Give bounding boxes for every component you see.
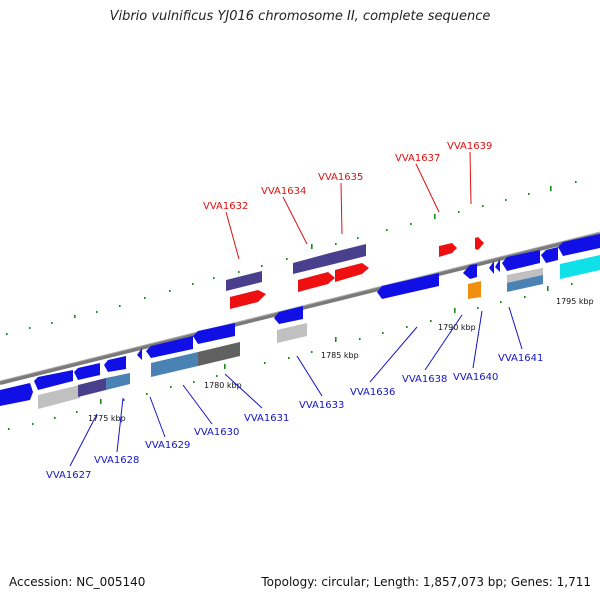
scale-labels: 1775 kbp 1780 kbp 1785 kbp 1790 kbp 1795… bbox=[88, 297, 594, 423]
gene-label[interactable]: VVA1634 bbox=[261, 186, 306, 197]
gene-labels-top: VVA1632 VVA1634 VVA1635 VVA1637 VVA1639 bbox=[203, 141, 492, 212]
gene-arrow[interactable] bbox=[293, 253, 330, 274]
gene-label[interactable]: VVA1628 bbox=[94, 455, 139, 466]
gene-arrow[interactable] bbox=[78, 378, 106, 397]
gene-arrow[interactable] bbox=[475, 237, 484, 250]
gene-arrow[interactable] bbox=[104, 356, 126, 372]
gene-arrow[interactable] bbox=[34, 370, 73, 390]
gene-arrow[interactable] bbox=[38, 385, 80, 409]
gene-label[interactable]: VVA1633 bbox=[299, 400, 344, 411]
gene-label[interactable]: VVA1635 bbox=[318, 172, 363, 183]
gene-arrow[interactable] bbox=[468, 281, 481, 299]
gene-arrow[interactable] bbox=[495, 259, 500, 272]
gene-label[interactable]: VVA1641 bbox=[498, 353, 543, 364]
gene-arrow[interactable] bbox=[274, 306, 303, 324]
label-leaders-red bbox=[225, 151, 472, 260]
gene-arrow[interactable] bbox=[106, 373, 130, 390]
gene-arrow[interactable] bbox=[298, 272, 335, 292]
gene-label[interactable]: VVA1638 bbox=[402, 374, 447, 385]
gene-arrow[interactable] bbox=[507, 275, 543, 292]
gene-features bbox=[0, 234, 600, 409]
scale-label: 1785 kbp bbox=[321, 351, 359, 360]
gene-label[interactable]: VVA1637 bbox=[395, 153, 440, 164]
gene-labels-bottom: VVA1627 VVA1628 VVA1629 VVA1630 VVA1631 … bbox=[46, 353, 543, 481]
gene-arrow[interactable] bbox=[502, 250, 540, 271]
gene-arrow[interactable] bbox=[558, 234, 600, 256]
gene-label[interactable]: VVA1631 bbox=[244, 413, 289, 424]
scale-label: 1790 kbp bbox=[438, 323, 476, 332]
gene-arrow[interactable] bbox=[74, 363, 100, 380]
accession-text: Accession: NC_005140 bbox=[9, 575, 146, 589]
gene-arrow[interactable] bbox=[151, 352, 198, 377]
gene-arrow[interactable] bbox=[463, 264, 477, 279]
gene-arrow[interactable] bbox=[193, 323, 235, 344]
gene-label[interactable]: VVA1636 bbox=[350, 387, 395, 398]
gene-arrow[interactable] bbox=[489, 261, 494, 274]
gene-arrow[interactable] bbox=[226, 271, 262, 291]
gene-arrow[interactable] bbox=[335, 263, 369, 282]
gene-arrow[interactable] bbox=[377, 273, 439, 299]
gene-arrow[interactable] bbox=[277, 323, 307, 343]
gene-arrow[interactable] bbox=[230, 290, 266, 309]
gene-arrow[interactable] bbox=[146, 336, 193, 358]
tick-tracks bbox=[6, 181, 577, 430]
gene-arrow[interactable] bbox=[137, 348, 142, 360]
label-leaders bbox=[69, 306, 523, 467]
gene-label[interactable]: VVA1630 bbox=[194, 427, 239, 438]
topology-text: Topology: circular; Length: 1,857,073 bp… bbox=[261, 575, 591, 589]
gene-label[interactable]: VVA1639 bbox=[447, 141, 492, 152]
gene-label[interactable]: VVA1627 bbox=[46, 470, 91, 481]
gene-arrow[interactable] bbox=[560, 255, 600, 279]
map-title: Vibrio vulnificus YJ016 chromosome II, c… bbox=[109, 9, 491, 24]
gene-arrow[interactable] bbox=[198, 342, 240, 366]
scale-label: 1795 kbp bbox=[556, 297, 594, 306]
scale-label: 1780 kbp bbox=[204, 381, 242, 390]
gene-arrow[interactable] bbox=[330, 244, 366, 265]
scale-label: 1775 kbp bbox=[88, 414, 126, 423]
gene-arrow[interactable] bbox=[439, 243, 457, 257]
gene-label[interactable]: VVA1640 bbox=[453, 372, 498, 383]
gene-label[interactable]: VVA1629 bbox=[145, 440, 190, 451]
gene-label[interactable]: VVA1632 bbox=[203, 201, 248, 212]
gene-arrow[interactable] bbox=[0, 383, 33, 406]
gene-arrow[interactable] bbox=[541, 247, 558, 263]
